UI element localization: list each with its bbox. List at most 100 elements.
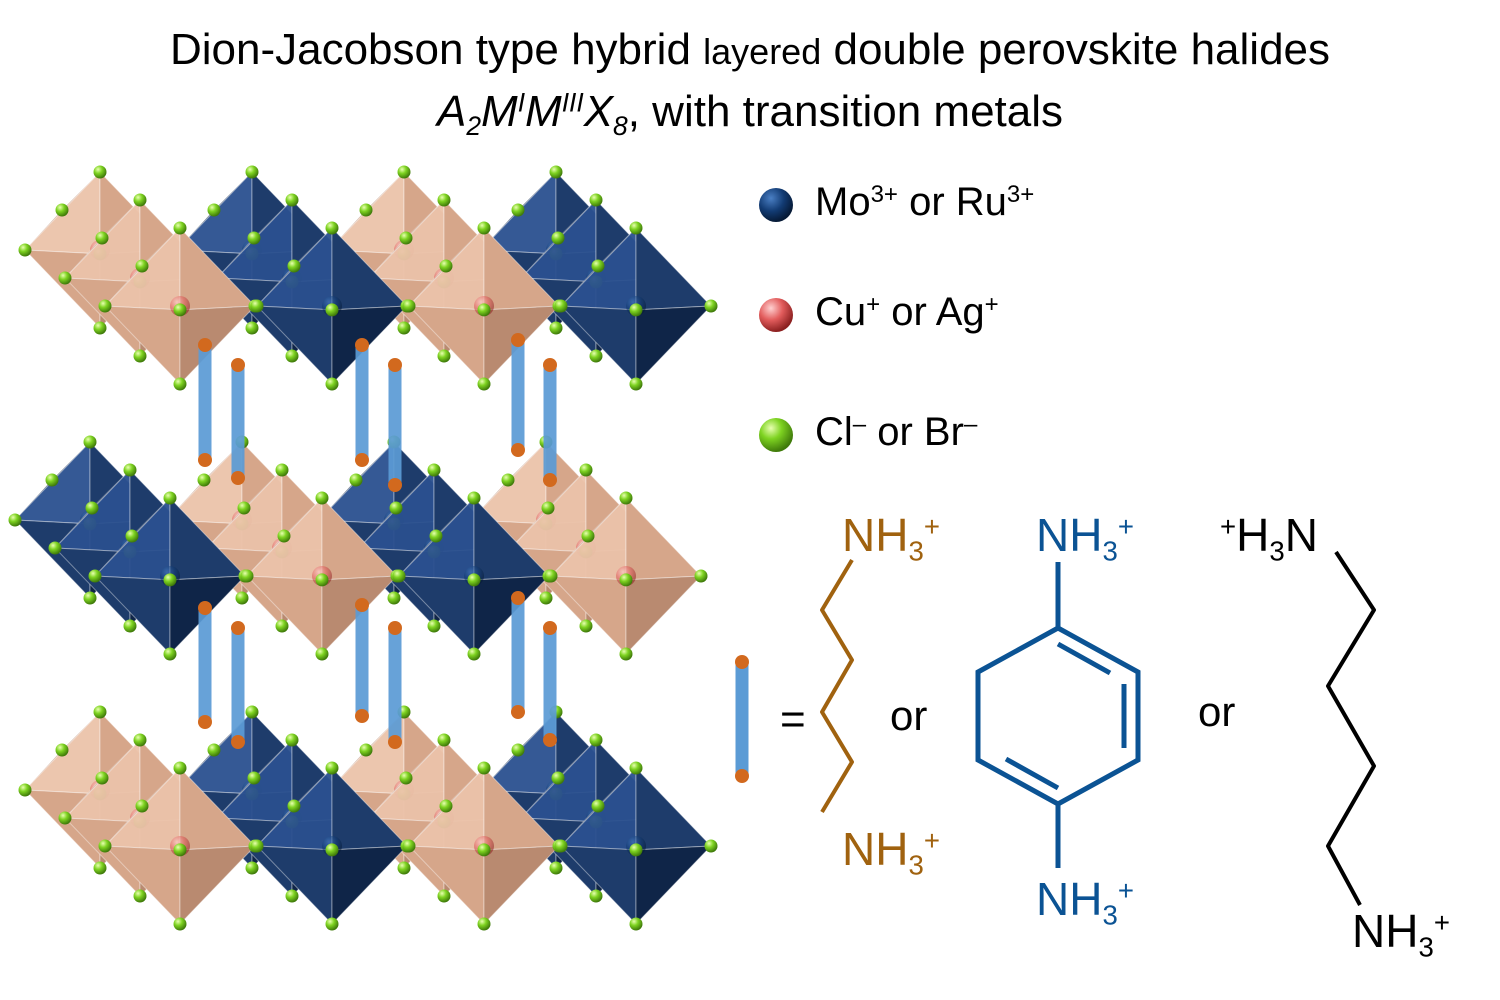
halide-atom bbox=[359, 203, 373, 217]
ethylene-chain bbox=[820, 558, 854, 814]
formula-M2: M bbox=[525, 87, 562, 136]
mo-octahedron bbox=[554, 221, 718, 391]
halide-atom bbox=[629, 303, 643, 317]
butylene-top-h3n: +H3N bbox=[1220, 508, 1318, 565]
ethylene-bottom-nh3: NH3+ bbox=[842, 822, 940, 879]
nh-text: NH bbox=[842, 823, 909, 875]
halide-atom bbox=[619, 647, 633, 661]
plus-sign: + bbox=[923, 510, 940, 542]
plus-sign: + bbox=[1117, 510, 1134, 542]
halide-atom bbox=[197, 473, 211, 487]
mo-octahedron bbox=[554, 761, 718, 931]
halide-atom bbox=[173, 303, 187, 317]
halide-atom bbox=[58, 271, 72, 285]
halide-atom bbox=[277, 529, 291, 543]
linker-rod bbox=[231, 621, 245, 749]
halide-atom bbox=[629, 761, 643, 775]
linker-rod bbox=[388, 621, 402, 749]
legend-mo-base: Mo bbox=[815, 180, 871, 224]
halide-atom bbox=[173, 221, 187, 235]
halide-atom bbox=[549, 165, 563, 179]
halide-atom bbox=[544, 569, 558, 583]
halide-atom bbox=[397, 861, 411, 875]
halide-atom bbox=[397, 321, 411, 335]
legend-cl-br: Cl– or Br– bbox=[815, 410, 977, 455]
halide-atom bbox=[551, 771, 565, 785]
halide-atom bbox=[694, 569, 708, 583]
sub-3: 3 bbox=[1418, 931, 1434, 963]
legend-cl-mid: or Br bbox=[866, 410, 964, 454]
sub-3: 3 bbox=[908, 535, 924, 567]
halide-atom bbox=[467, 491, 481, 505]
formula-sup-I: I bbox=[517, 87, 526, 118]
halide-atom bbox=[285, 349, 299, 363]
halide-atom bbox=[427, 463, 441, 477]
title-line-2: A2MIMIIIX8, with transition metals bbox=[0, 84, 1500, 140]
halide-atom bbox=[95, 231, 109, 245]
halide-atom bbox=[437, 349, 451, 363]
legend-cu-mid: or Ag bbox=[880, 290, 985, 334]
halide-atom bbox=[389, 501, 403, 515]
formula-M1: M bbox=[481, 87, 518, 136]
halide-atom bbox=[93, 705, 107, 719]
halide-atom bbox=[554, 839, 568, 853]
mo-octahedron bbox=[392, 491, 556, 661]
halide-atom bbox=[58, 811, 72, 825]
halide-atom bbox=[125, 529, 139, 543]
equals-sign: = bbox=[780, 695, 806, 744]
linker-rod bbox=[231, 358, 245, 485]
halide-atom bbox=[287, 259, 301, 273]
butylene-chain bbox=[1326, 550, 1376, 906]
halide-atom bbox=[429, 529, 443, 543]
halide-atom bbox=[287, 799, 301, 813]
phenylene-top-nh3: NH3+ bbox=[1036, 508, 1134, 565]
halide-atom bbox=[245, 165, 259, 179]
linker-rod bbox=[388, 358, 402, 492]
halide-atom bbox=[93, 321, 107, 335]
organic-linkers bbox=[198, 333, 557, 749]
halide-atom bbox=[539, 591, 553, 605]
plus-sign: + bbox=[1433, 906, 1450, 938]
halide-atom bbox=[629, 377, 643, 391]
halide-atom bbox=[589, 733, 603, 747]
plus-sign: + bbox=[923, 824, 940, 856]
halide-atom bbox=[173, 761, 187, 775]
halide-atom bbox=[629, 221, 643, 235]
cu-octahedron bbox=[402, 761, 566, 931]
halide-atom bbox=[477, 761, 491, 775]
nh-text: NH bbox=[842, 509, 909, 561]
halide-atom bbox=[325, 761, 339, 775]
mo-octahedron bbox=[250, 221, 414, 391]
halide-atom bbox=[579, 463, 593, 477]
linker-rod bbox=[355, 338, 369, 467]
halide-atom bbox=[554, 299, 568, 313]
plus-sign: + bbox=[1117, 874, 1134, 906]
halide-atom bbox=[245, 705, 259, 719]
legend-ag-sup: + bbox=[984, 290, 999, 318]
legend-br-sup: – bbox=[963, 410, 978, 438]
halide-atom bbox=[93, 165, 107, 179]
sub-3: 3 bbox=[1102, 535, 1118, 567]
halide-atom bbox=[8, 513, 22, 527]
legend-cu-ag: Cu+ or Ag+ bbox=[815, 290, 999, 335]
halide-atom bbox=[135, 799, 149, 813]
halide-atom bbox=[285, 733, 299, 747]
halide-atom bbox=[315, 491, 329, 505]
halide-atom bbox=[83, 591, 97, 605]
legend-cl-base: Cl bbox=[815, 410, 853, 454]
legend-cl-sup: – bbox=[852, 410, 867, 438]
cu-octahedron bbox=[98, 761, 262, 931]
title-line-1: Dion-Jacobson type hybrid layered double… bbox=[0, 22, 1500, 80]
linker-rod bbox=[543, 358, 557, 487]
formula: A2MIMIIIX8 bbox=[437, 87, 628, 139]
halide-atom bbox=[163, 491, 177, 505]
linker-rod bbox=[355, 598, 369, 723]
halide-atom bbox=[399, 231, 413, 245]
halide-atom bbox=[245, 321, 259, 335]
perovskite-layers bbox=[8, 165, 718, 931]
halide-atom bbox=[392, 569, 406, 583]
halide-atom bbox=[325, 377, 339, 391]
title-line-2-rest: , with transition metals bbox=[627, 87, 1064, 136]
halide-atom bbox=[619, 573, 633, 587]
